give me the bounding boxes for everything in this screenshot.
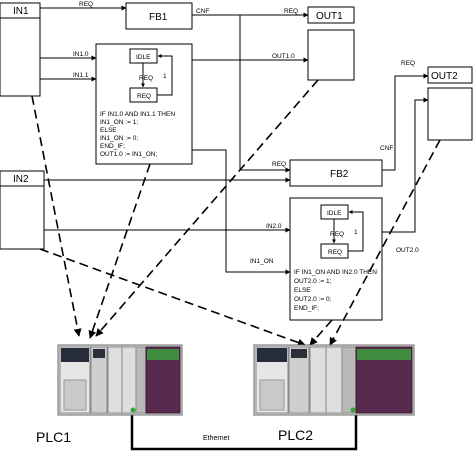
map-in1-plc1 — [31, 95, 82, 337]
label-req-in1: REQ — [79, 1, 93, 8]
code-line: ELSE — [294, 287, 311, 294]
fb2-code: IF IN1_ON AND IN2.0 THEN OUT2.0 := 1; EL… — [294, 269, 377, 312]
block-out1: OUT1 — [307, 6, 355, 81]
block-fb1: FB1 IDLE REQ REQ 1 IF IN1.0 AND IN1.1 TH… — [95, 2, 193, 165]
label-in1-on: IN1_ON — [250, 258, 274, 265]
plc1-rack — [57, 344, 183, 416]
fb1-body — [95, 43, 193, 165]
connection-fb2-out2-0 — [382, 97, 429, 233]
fb1-code: IF IN1.0 AND IN1.1 THEN IN1_ON := 1; ELS… — [100, 111, 175, 158]
fb1-header — [125, 2, 193, 30]
plc1-cpu-module — [90, 346, 108, 414]
plc2-cpu-module — [288, 346, 310, 414]
connection-fb1-cnf-fb2 — [239, 15, 291, 173]
out1-header — [307, 6, 355, 24]
plc1-io-module-2 — [121, 346, 137, 414]
plc1-power-grille — [63, 379, 87, 411]
map-fb2-plc2 — [309, 319, 333, 346]
fb2-transition-label: REQ — [330, 231, 344, 238]
code-line: ELSE — [100, 127, 117, 134]
plc2-power-label — [257, 348, 287, 362]
plc2-cpu-display — [291, 349, 307, 358]
label-in1-0: IN1.0 — [73, 51, 89, 58]
fb1-return-arrow — [157, 54, 173, 96]
out1-body — [307, 29, 355, 81]
map-out2-plc2 — [329, 139, 441, 346]
out2-header — [427, 66, 473, 84]
mapping-arrows — [31, 79, 441, 347]
fb2-state-req-label: REQ — [328, 249, 342, 256]
plc1-io-module-3 — [135, 346, 147, 414]
plc1-status-led — [130, 407, 136, 413]
signal-labels: REQ CNF REQ IN1.0 IN1.1 OUT1.0 REQ CNF R… — [73, 1, 419, 265]
code-line: END_IF; — [294, 305, 319, 312]
ethernet-label: Ethernet — [203, 435, 230, 442]
fb1-state-idle-label: IDLE — [136, 54, 151, 61]
block-out2: OUT2 — [427, 66, 473, 141]
connection-fb2-cnf-out2 — [382, 73, 429, 171]
label-out2-0: OUT2.0 — [396, 247, 419, 254]
plc1-power-label — [61, 348, 89, 362]
in1-title: IN1 — [13, 6, 29, 17]
fb2-return-arrow — [348, 210, 364, 252]
code-line: IF IN1.0 AND IN1.1 THEN — [100, 111, 175, 118]
label-cnf-fb2: CNF — [380, 145, 393, 152]
label-cnf-fb1: CNF — [196, 8, 209, 15]
code-line: IF IN1_ON AND IN2.0 THEN — [294, 269, 377, 276]
map-out1-plc1 — [95, 79, 319, 337]
plc1-label: PLC1 — [36, 429, 71, 445]
plc2-status-strip — [357, 349, 411, 360]
plc1-cpu-display — [93, 349, 105, 358]
plc2-rack — [253, 344, 415, 416]
block-in2: IN2 — [0, 170, 45, 250]
plc2-io-module-1 — [309, 346, 327, 414]
in2-body — [0, 185, 45, 250]
fb2-title: FB2 — [330, 169, 349, 180]
plc2-io-module-2 — [325, 346, 343, 414]
fb2-state-idle-label: IDLE — [327, 210, 342, 217]
label-req-fb2: REQ — [272, 161, 286, 168]
out2-title: OUT2 — [431, 71, 458, 82]
fb2-transition-count: 1 — [354, 229, 358, 236]
plc2-power-grille — [259, 379, 285, 411]
fb2-header — [289, 159, 383, 187]
code-line: IN1_ON := 0; — [100, 135, 138, 142]
label-in2-0: IN2.0 — [266, 223, 282, 230]
plc1-status-strip — [147, 349, 179, 360]
out1-title: OUT1 — [316, 11, 343, 22]
fb1-transition-count: 1 — [163, 73, 167, 80]
code-line: OUT1.0 := IN1_ON; — [100, 151, 157, 158]
fb1-transition-label: REQ — [139, 75, 153, 82]
in2-title: IN2 — [13, 174, 29, 185]
plc1-io-module-1 — [107, 346, 123, 414]
map-in2-plc2 — [39, 248, 306, 347]
map-fb1-plc1 — [88, 163, 151, 339]
fb1-title: FB1 — [149, 12, 168, 23]
label-out1-0: OUT1.0 — [272, 53, 295, 60]
label-in1-1: IN1.1 — [73, 72, 89, 79]
plc2-io-module-3 — [341, 346, 357, 414]
in1-body — [0, 17, 41, 97]
connection-in1-on-fb2 — [192, 149, 291, 275]
block-fb2: FB2 IDLE REQ REQ 1 IF IN1_ON AND IN2.0 T… — [289, 159, 383, 321]
label-req-out2: REQ — [401, 60, 415, 67]
fb1-state-req-label: REQ — [137, 93, 151, 100]
plc2-label: PLC2 — [278, 427, 313, 443]
block-in1: IN1 — [0, 2, 41, 97]
out2-body — [427, 87, 473, 141]
code-line: END_IF; — [100, 143, 125, 150]
ethernet-cable — [130, 413, 358, 451]
plc2-status-led — [350, 407, 356, 413]
code-line: OUT2.0 := 0; — [294, 296, 332, 303]
label-req-out1: REQ — [284, 8, 298, 15]
code-line: OUT2.0 := 1; — [294, 278, 332, 285]
code-line: IN1_ON := 1; — [100, 119, 138, 126]
